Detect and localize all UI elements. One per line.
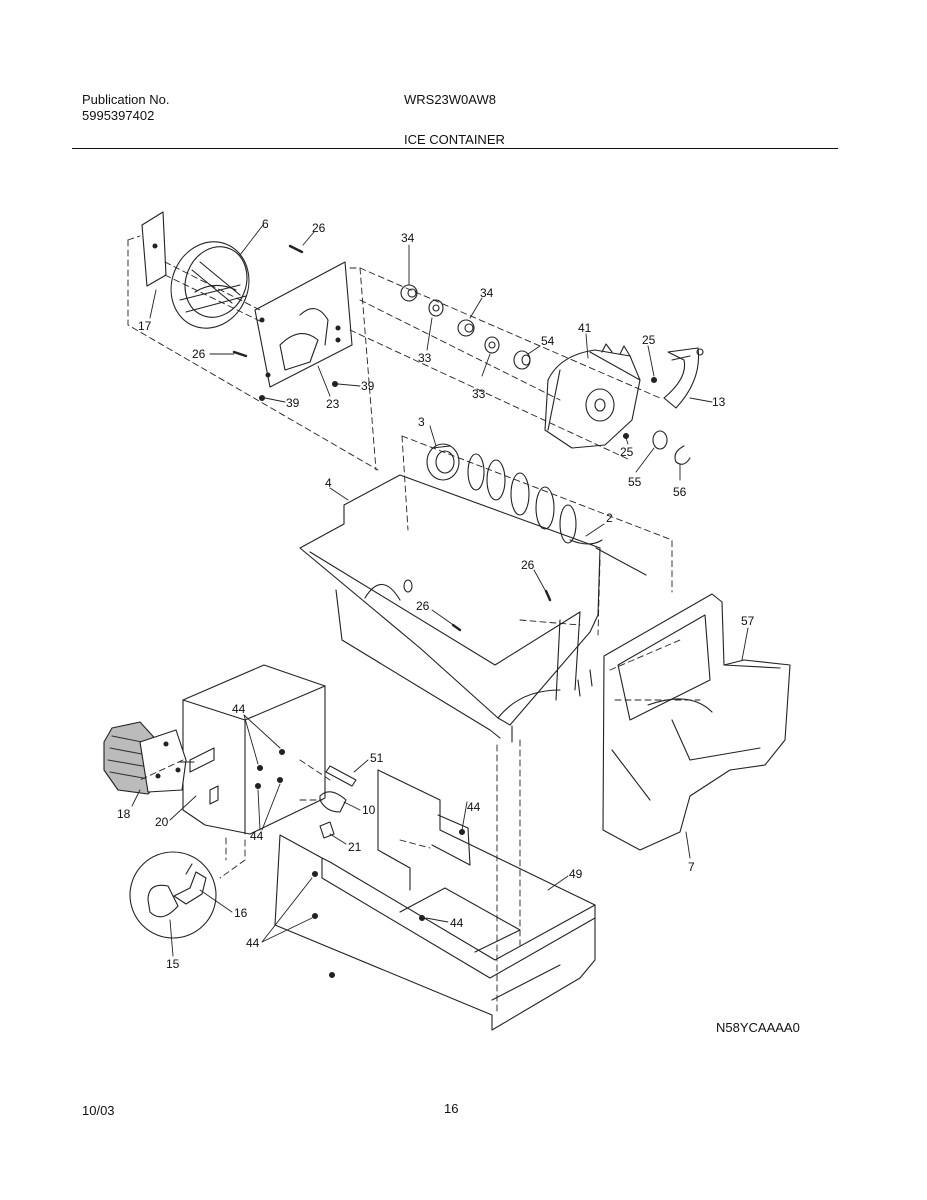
callout-6: 6	[262, 217, 269, 231]
part-25-screw	[650, 376, 658, 384]
callout-17: 17	[138, 319, 152, 333]
callout-54: 54	[541, 334, 555, 348]
callout-20: 20	[155, 815, 169, 829]
callout-26: 26	[521, 558, 535, 572]
callout-labels: 6 26 34 34 17 26 33 33 54 41 25 13 39 39…	[117, 217, 755, 971]
callout-34: 34	[401, 231, 415, 245]
part-33-washer	[428, 299, 500, 354]
publication-number: 5995397402	[82, 108, 155, 123]
part-41-auger-housing	[544, 343, 641, 449]
part-23-mounting-plate	[254, 261, 353, 388]
publication-label: Publication No.	[82, 92, 170, 107]
part-13-shutter	[663, 347, 704, 409]
footer-date: 10/03	[82, 1103, 115, 1118]
callout-16: 16	[234, 906, 248, 920]
part-49-base-tray	[274, 769, 596, 1031]
header-rule	[72, 148, 838, 149]
part-51-pin	[325, 765, 357, 787]
callout-34: 34	[480, 286, 494, 300]
callout-44: 44	[232, 702, 246, 716]
callout-44: 44	[246, 936, 260, 950]
part-17-gasket	[141, 211, 167, 287]
callout-10: 10	[362, 803, 376, 817]
callout-2: 2	[606, 511, 613, 525]
callout-26: 26	[192, 347, 206, 361]
callout-18: 18	[117, 807, 131, 821]
part-21-clip	[319, 821, 335, 839]
part-15-16-lamp-detail	[129, 851, 217, 939]
part-10-cam	[319, 791, 347, 813]
part-55-ring	[652, 430, 668, 450]
callout-56: 56	[673, 485, 687, 499]
part-3-auger-end	[426, 443, 460, 481]
callout-44: 44	[450, 916, 464, 930]
callout-49: 49	[569, 867, 583, 881]
callout-21: 21	[348, 840, 362, 854]
callout-57: 57	[741, 614, 755, 628]
part-2-auger-spring	[467, 453, 647, 576]
part-57-front-panel	[602, 593, 791, 851]
callout-23: 23	[326, 397, 340, 411]
callout-4: 4	[325, 476, 332, 490]
callout-25: 25	[620, 445, 634, 459]
callout-26: 26	[416, 599, 430, 613]
callout-15: 15	[166, 957, 180, 971]
callout-39: 39	[361, 379, 375, 393]
part-56-clip	[674, 445, 691, 465]
assembly-guide-lines	[127, 235, 701, 1016]
model-number: WRS23W0AW8	[404, 92, 496, 107]
callout-55: 55	[628, 475, 642, 489]
callout-7: 7	[688, 860, 695, 874]
callout-51: 51	[370, 751, 384, 765]
callout-3: 3	[418, 415, 425, 429]
callout-25: 25	[642, 333, 656, 347]
page-number: 16	[444, 1101, 459, 1116]
part-4-ice-container	[299, 474, 601, 743]
callout-44: 44	[467, 800, 481, 814]
part-39-screw	[331, 380, 339, 388]
part-44-screw	[254, 748, 466, 979]
callout-39: 39	[286, 396, 300, 410]
part-26-screw	[232, 244, 552, 632]
callout-13: 13	[712, 395, 726, 409]
callout-41: 41	[578, 321, 592, 335]
part-39-screw	[258, 394, 266, 402]
callout-33: 33	[418, 351, 432, 365]
callout-44: 44	[250, 829, 264, 843]
callout-26: 26	[312, 221, 326, 235]
diagram-code: N58YCAAAA0	[716, 1020, 800, 1035]
section-title: ICE CONTAINER	[404, 132, 505, 147]
callout-33: 33	[472, 387, 486, 401]
part-18-motor	[103, 721, 195, 795]
callout-leaders	[131, 224, 749, 957]
part-6-fan-wheel	[170, 241, 250, 329]
part-54-bearing	[513, 350, 531, 370]
